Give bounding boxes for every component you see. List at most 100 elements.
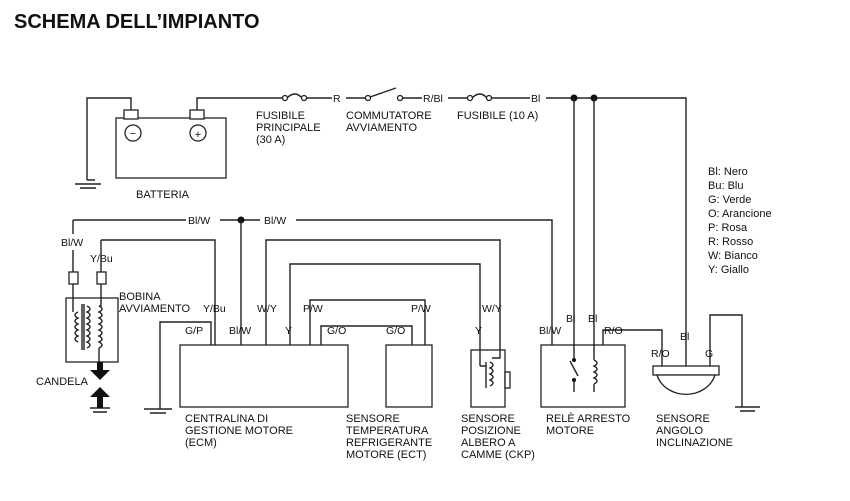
tilt-sensor: [652, 314, 743, 407]
battery-plus-sign: +: [195, 129, 201, 141]
svg-text:MOTORE (ECT): MOTORE (ECT): [346, 449, 426, 461]
ecm: [159, 239, 501, 409]
coil-connector-2: [96, 271, 107, 285]
svg-text:SENSORE: SENSORE: [656, 413, 710, 425]
tilt-sensor-label: SENSORE ANGOLO INCLINAZIONE: [656, 413, 733, 449]
spark-plug: [90, 362, 110, 408]
svg-text:(ECM): (ECM): [185, 437, 217, 449]
tilt-sensor-cap: [652, 365, 720, 376]
blw-bus: [72, 216, 553, 345]
wire-label-bl-top: Bl: [531, 93, 540, 105]
svg-text:AVVIAMENTO: AVVIAMENTO: [346, 122, 418, 134]
wire-label-ecm-ybu: Y/Bu: [203, 303, 226, 315]
wire-label-ecm-gp: G/P: [185, 325, 203, 337]
svg-text:INCLINAZIONE: INCLINAZIONE: [656, 437, 733, 449]
wire-label-ckp-wy: W/Y: [482, 303, 502, 315]
battery-terminal-pos: [189, 109, 205, 120]
ground-battery-symbol: [75, 179, 101, 189]
diagram-title: SCHEMA DELL’IMPIANTO: [14, 11, 260, 33]
wire-y: [289, 263, 481, 350]
battery: − + BATTERIA: [115, 109, 227, 201]
stop-relay: [540, 329, 663, 408]
svg-text:FUSIBILE: FUSIBILE: [256, 110, 305, 122]
wire-label-rbl: R/Bl: [423, 93, 443, 105]
coil-body: [65, 297, 119, 363]
legend-item: R: Rosso: [708, 236, 753, 248]
ect-body: [385, 344, 433, 408]
svg-text:ANGOLO: ANGOLO: [656, 425, 704, 437]
wire-wy: [265, 239, 501, 345]
relay-label: RELÈ ARRESTO MOTORE: [546, 412, 631, 437]
svg-text:GESTIONE MOTORE: GESTIONE MOTORE: [185, 425, 293, 437]
legend-item: P: Rosa: [708, 222, 748, 234]
ecm-body: [179, 344, 349, 408]
wire-label-r: R: [333, 93, 341, 105]
svg-text:REFRIGERANTE: REFRIGERANTE: [346, 437, 432, 449]
bobina-label: BOBINA AVVIAMENTO: [119, 291, 191, 315]
svg-text:POSIZIONE: POSIZIONE: [461, 425, 521, 437]
spark-plug-arrow-down-icon: [90, 370, 110, 380]
wire-pw: [309, 299, 426, 345]
color-legend: Bl: Nero Bu: Blu G: Verde O: Arancione P…: [708, 166, 772, 276]
svg-text:COMMUTATORE: COMMUTATORE: [346, 110, 432, 122]
ect-sensor: [385, 344, 433, 408]
svg-text:SENSORE: SENSORE: [346, 413, 400, 425]
wire-ecm-gp: [159, 321, 212, 409]
battery-terminal-neg: [123, 109, 139, 120]
svg-text:BOBINA: BOBINA: [119, 291, 161, 303]
svg-text:SENSORE: SENSORE: [461, 413, 515, 425]
svg-text:ALBERO A: ALBERO A: [461, 437, 516, 449]
svg-text:RELÈ ARRESTO: RELÈ ARRESTO: [546, 412, 631, 425]
wire-label-tilt-bl: Bl: [680, 331, 689, 343]
battery-plus-icon: [189, 124, 207, 142]
ignition-coil: [65, 239, 216, 363]
candela-label: CANDELA: [36, 376, 89, 388]
wire-label-relay-bl-1: Bl: [566, 313, 575, 325]
wire-ro: [602, 329, 663, 360]
top-wiring: [86, 87, 687, 345]
svg-text:(30 A): (30 A): [256, 134, 285, 146]
fuse-10a-label: FUSIBILE (10 A): [457, 110, 538, 122]
legend-item: W: Bianco: [708, 250, 758, 262]
svg-text:AVVIAMENTO: AVVIAMENTO: [119, 303, 191, 315]
ground-plug-symbol: [90, 407, 110, 413]
ckp-label: SENSORE POSIZIONE ALBERO A CAMME (CKP): [461, 413, 535, 461]
wire-label-ecm-blw: Bl/W: [229, 325, 251, 337]
legend-item: Bl: Nero: [708, 166, 748, 178]
wire-label-relay-ro: R/O: [604, 325, 623, 337]
battery-minus-sign: −: [130, 128, 136, 140]
ground-tilt-symbol: [735, 406, 760, 412]
svg-text:TEMPERATURA: TEMPERATURA: [346, 425, 429, 437]
legend-item: G: Verde: [708, 194, 751, 206]
legend-item: Bu: Blu: [708, 180, 743, 192]
wire-label-ckp-y: Y: [475, 325, 482, 337]
battery-minus-icon: [124, 124, 142, 142]
wire-label-blw-bus-2: Bl/W: [264, 215, 286, 227]
wire-label-ect-go: G/O: [386, 325, 405, 337]
legend-item: Y: Giallo: [708, 264, 749, 276]
ecm-label: CENTRALINA DI GESTIONE MOTORE (ECM): [185, 413, 293, 449]
ckp-sensor: [470, 345, 511, 408]
tilt-sensor-dome: [656, 374, 716, 395]
wire-label-ecm-go: G/O: [327, 325, 346, 337]
wire-label-tilt-ro: R/O: [651, 348, 670, 360]
svg-text:MOTORE: MOTORE: [546, 425, 594, 437]
ground-symbols: [75, 179, 760, 414]
wire-label-relay-blw: Bl/W: [539, 325, 561, 337]
relay-body: [540, 344, 626, 408]
coil-connector-1: [68, 271, 79, 285]
svg-text:PRINCIPALE: PRINCIPALE: [256, 122, 321, 134]
wire-label-ecm-pw: P/W: [303, 303, 323, 315]
spark-plug-arrow-up-icon: [90, 387, 110, 397]
wire-label-coil-blw: Bl/W: [61, 237, 83, 249]
ect-label: SENSORE TEMPERATURA REFRIGERANTE MOTORE …: [346, 413, 432, 461]
ignition-switch-label: COMMUTATORE AVVIAMENTO: [346, 110, 432, 134]
wire-go: [320, 325, 413, 345]
battery-label: BATTERIA: [136, 189, 190, 201]
ground-ecm-symbol: [144, 408, 172, 414]
wire-label-ecm-y: Y: [285, 325, 292, 337]
svg-text:CENTRALINA DI: CENTRALINA DI: [185, 413, 268, 425]
wire-label-blw-bus-1: Bl/W: [188, 215, 210, 227]
wire-label-tilt-g: G: [705, 348, 713, 360]
